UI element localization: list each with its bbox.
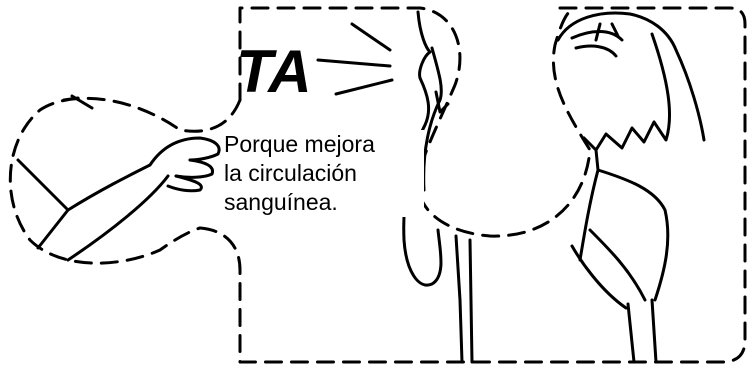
caption-line-3: sanguínea.: [224, 189, 338, 215]
dashed-panel-border: [8, 6, 747, 364]
sfx-rays: [316, 22, 394, 96]
sfx-text: TA: [236, 38, 312, 105]
woman-illustration: [556, 11, 706, 364]
caption-line-2: la circulación: [224, 160, 357, 186]
caption-text: Porque mejora la circulación sanguínea.: [224, 130, 424, 217]
caption-line-1: Porque mejora: [224, 131, 375, 157]
hand-illustration: [16, 94, 221, 262]
